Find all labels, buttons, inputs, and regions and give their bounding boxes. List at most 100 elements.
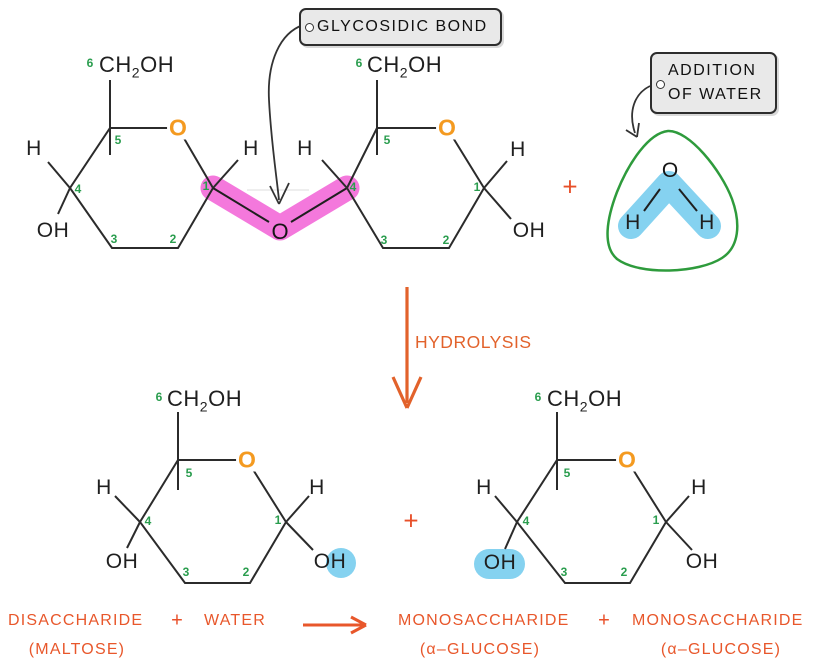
water-outline <box>606 129 739 272</box>
equation-arrow <box>303 615 367 635</box>
glycosidic-oxygen: O <box>271 219 289 244</box>
oh-text: OH <box>408 52 443 77</box>
hydroxyl-label: OH <box>685 550 719 573</box>
arrow-shaft <box>631 85 651 134</box>
c4-oh-bond <box>126 521 141 549</box>
carbon-number-2: 2 <box>442 233 450 247</box>
glycosidic-pointer-arrow <box>267 24 304 205</box>
carbon-number-5: 5 <box>114 133 122 147</box>
glycosidic-bond-right <box>290 187 348 223</box>
ring-oxygen: O <box>436 114 458 141</box>
glycosidic-bond-left <box>212 187 270 223</box>
ring-hexagon <box>345 127 486 249</box>
ch-text: CH <box>167 386 200 411</box>
subscript-2: 2 <box>579 398 589 415</box>
ch2oh-label: CH2OH <box>99 52 174 80</box>
ring-oxygen: O <box>236 446 258 473</box>
addition-of-water-tag: ADDITION OF WATER <box>650 52 777 114</box>
equation-product2: MONOSACCHARIDE <box>632 612 804 629</box>
carbon-number-4: 4 <box>522 514 530 528</box>
carbon-number-6: 6 <box>155 390 163 404</box>
c4-oh-bond <box>504 521 518 550</box>
ch-text: CH <box>367 52 400 77</box>
ch2oh-label: CH2OH <box>547 386 622 414</box>
oh-text: OH <box>208 386 243 411</box>
carbon-number-3: 3 <box>560 565 568 579</box>
carbon-number-3: 3 <box>110 232 118 246</box>
carbon-number-2: 2 <box>242 565 250 579</box>
equation-product1: MONOSACCHARIDE <box>398 612 570 629</box>
carbon-number-6: 6 <box>355 56 363 70</box>
equation-plus2: + <box>598 609 610 632</box>
added-oh-highlight <box>474 549 525 579</box>
ring-oxygen: O <box>616 446 638 473</box>
c1-oh-bond <box>483 187 512 220</box>
ch2oh-label: CH2OH <box>367 52 442 80</box>
carbon-number-2: 2 <box>169 232 177 246</box>
equation-reactant2: WATER <box>204 612 266 629</box>
arrow-head <box>625 122 640 138</box>
tag-pin-dot <box>656 80 665 89</box>
carbon-number-2: 2 <box>620 565 628 579</box>
c4-oh-bond <box>57 187 71 215</box>
c4-h-bond <box>494 495 518 523</box>
ch-text: CH <box>99 52 132 77</box>
ch2oh-label: CH2OH <box>167 386 242 414</box>
oh-text: OH <box>588 386 623 411</box>
carbon-number-3: 3 <box>380 233 388 247</box>
carbon-number-6: 6 <box>534 390 542 404</box>
hydrogen-label: H <box>691 476 707 499</box>
equation-plus1: + <box>171 609 183 632</box>
c1-h-bond <box>285 495 310 523</box>
tag-pin-dot <box>305 23 314 32</box>
carbon-number-1: 1 <box>274 513 282 527</box>
hydrogen-label: H <box>26 137 42 160</box>
c1-oh-bond <box>285 521 314 551</box>
ch-text: CH <box>547 386 580 411</box>
carbon-number-1: 1 <box>202 179 210 193</box>
water-o-h-bond-left <box>643 188 661 212</box>
ring-oxygen: O <box>167 114 189 141</box>
carbon-number-5: 5 <box>185 466 193 480</box>
plus-sign-bottom: + <box>403 505 419 536</box>
c1-h-bond <box>665 495 690 523</box>
subscript-2: 2 <box>199 398 209 415</box>
carbon-number-5: 5 <box>383 133 391 147</box>
arrow-head <box>391 376 423 409</box>
carbon-number-1: 1 <box>652 513 660 527</box>
subscript-2: 2 <box>399 64 409 81</box>
subscript-2: 2 <box>131 64 141 81</box>
hydroxyl-label-highlighted-h: OH <box>313 550 347 573</box>
added-h-highlight <box>326 548 356 578</box>
arrow-head <box>269 182 290 205</box>
water-highlight <box>618 171 721 239</box>
top-left-ring <box>47 80 239 249</box>
carbon-number-4: 4 <box>74 182 82 196</box>
bottom-left-ring <box>114 412 314 584</box>
hydrogen-label: H <box>309 476 325 499</box>
carbon-number-4: 4 <box>349 180 357 194</box>
hydrogen-label: H <box>510 138 526 161</box>
c4-h-bond <box>47 161 71 189</box>
arrow-head <box>350 615 367 635</box>
glycosidic-bond-tag-label: GLYCOSIDIC BOND <box>317 18 488 35</box>
plus-sign-top: + <box>562 171 578 202</box>
carbon-number-3: 3 <box>182 565 190 579</box>
top-right-ring <box>321 80 512 249</box>
c1-h-bond <box>212 159 239 189</box>
ring-hexagon <box>515 459 668 584</box>
bottom-right-ring <box>494 412 693 584</box>
hydrogen-label: H <box>476 476 492 499</box>
carbon-number-1: 1 <box>473 180 481 194</box>
carbon-number-4: 4 <box>144 514 152 528</box>
hydroxyl-label: OH <box>36 219 70 242</box>
hydrolysis-arrow <box>391 287 423 409</box>
hydroxyl-label: OH <box>512 219 546 242</box>
hydrogen-label: H <box>297 137 313 160</box>
oh-text: OH <box>140 52 175 77</box>
addition-tag-line2: OF WATER <box>668 86 763 103</box>
equation-product1-name: (α–GLUCOSE) <box>419 641 541 658</box>
carbon-number-6: 6 <box>86 56 94 70</box>
